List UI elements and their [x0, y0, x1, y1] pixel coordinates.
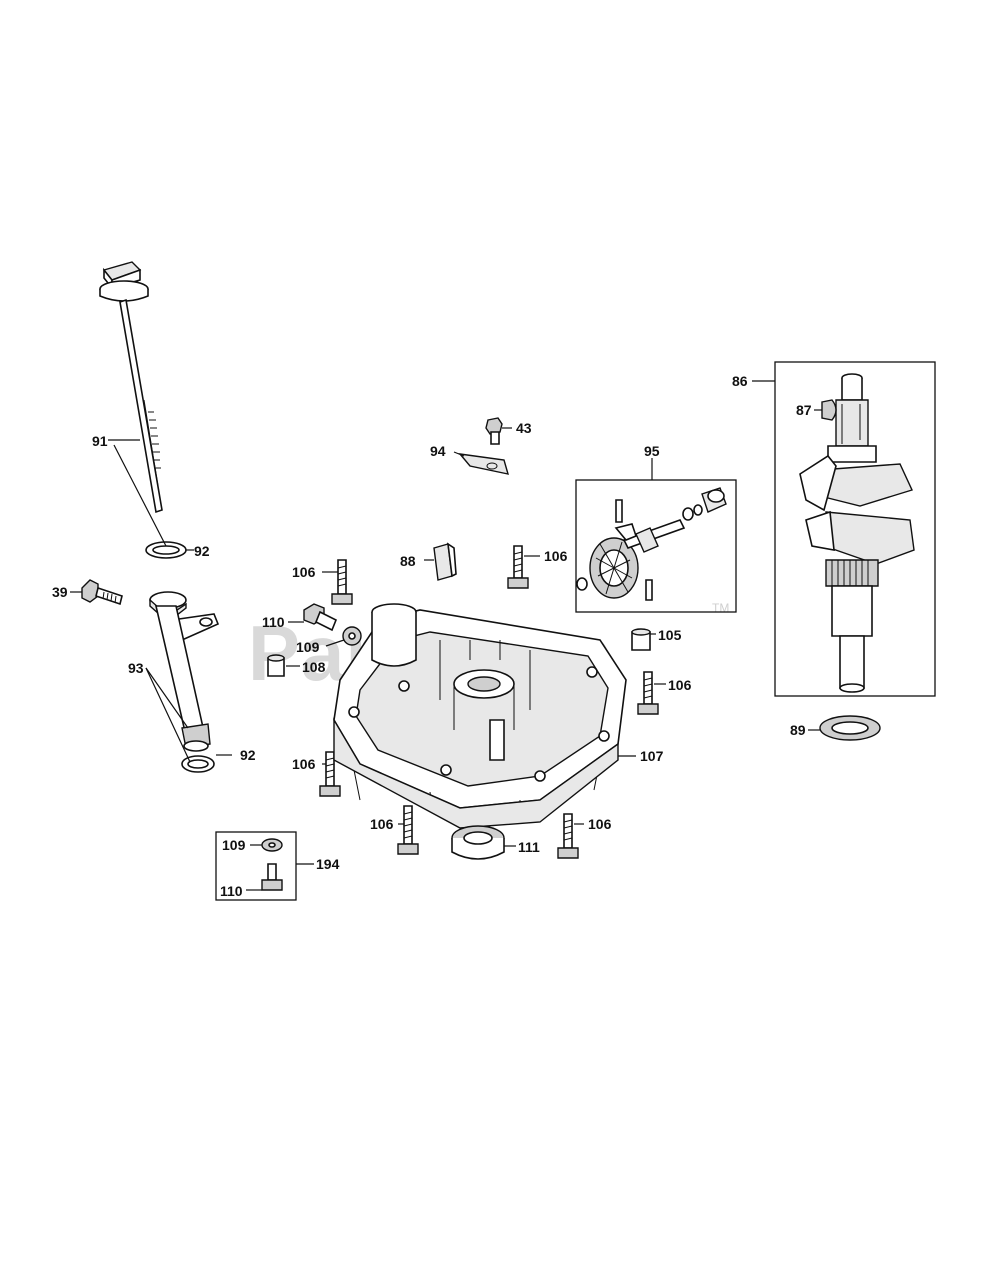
callout-194[interactable]: 194: [316, 856, 340, 872]
bolt-106-e[interactable]: [397, 805, 419, 855]
callout-95[interactable]: 95: [644, 443, 660, 459]
crankshaft-part[interactable]: [799, 373, 915, 693]
callout-109-b[interactable]: 109: [222, 837, 246, 853]
callout-93[interactable]: 93: [128, 660, 144, 676]
washer-109-part[interactable]: [342, 626, 362, 646]
kit-washer-109[interactable]: [261, 838, 283, 852]
screw-43-part[interactable]: [485, 417, 503, 445]
bolt-106-f[interactable]: [557, 813, 579, 859]
callout-108[interactable]: 108: [302, 659, 326, 675]
dipstick-part[interactable]: [99, 261, 163, 514]
callout-106-b[interactable]: 106: [544, 548, 568, 564]
callout-106-d[interactable]: 106: [292, 756, 316, 772]
callout-106-a[interactable]: 106: [292, 564, 316, 580]
callout-106-c[interactable]: 106: [668, 677, 692, 693]
callout-86[interactable]: 86: [732, 373, 748, 389]
dowel-105-part[interactable]: [631, 628, 651, 651]
bolt-39-part[interactable]: [81, 579, 123, 606]
callout-110-a[interactable]: 110: [262, 614, 285, 630]
callout-94[interactable]: 94: [430, 443, 446, 459]
dowel-108-part[interactable]: [267, 654, 285, 677]
leader-lines: [70, 380, 822, 891]
bracket-94-part[interactable]: [458, 453, 509, 475]
oil-seal-part[interactable]: [451, 825, 505, 860]
bolt-106-c[interactable]: [637, 671, 659, 715]
bolt-106-b[interactable]: [507, 545, 529, 589]
o-ring-92-lower[interactable]: [181, 755, 215, 773]
crankshaft-box: [774, 361, 936, 697]
callout-106-e[interactable]: 106: [370, 816, 394, 832]
key-88-part[interactable]: [433, 542, 457, 581]
callout-88[interactable]: 88: [400, 553, 416, 569]
bolt-106-a[interactable]: [331, 559, 353, 605]
callout-106-f[interactable]: 106: [588, 816, 612, 832]
crankcase-cover-part[interactable]: [333, 603, 627, 829]
watermark-tm: TM: [712, 601, 729, 615]
thrust-washer-89[interactable]: [819, 715, 881, 741]
callout-91[interactable]: 91: [92, 433, 108, 449]
bolt-106-d[interactable]: [319, 751, 341, 797]
hardware-kit-box: [215, 831, 297, 901]
callout-87[interactable]: 87: [796, 402, 812, 418]
callout-92-upper[interactable]: 92: [194, 543, 210, 559]
callout-89[interactable]: 89: [790, 722, 806, 738]
dipstick-tube-part[interactable]: [149, 591, 220, 752]
bolt-110-part[interactable]: [303, 603, 338, 632]
callout-labels: 91 92 39 93 92 43 94 95 88 106 106 110 1…: [52, 373, 812, 899]
callout-109-a[interactable]: 109: [296, 639, 320, 655]
callout-39[interactable]: 39: [52, 584, 68, 600]
callout-111[interactable]: 111: [518, 839, 540, 855]
kit-bolt-110[interactable]: [261, 863, 283, 891]
callout-43[interactable]: 43: [516, 420, 532, 436]
woodruff-key-87[interactable]: [821, 399, 837, 421]
callout-110-b[interactable]: 110: [220, 883, 243, 899]
callout-92-lower[interactable]: 92: [240, 747, 256, 763]
callout-107[interactable]: 107: [640, 748, 664, 764]
governor-gear-part[interactable]: [576, 487, 727, 601]
governor-assembly-box: [575, 479, 737, 613]
o-ring-92-upper[interactable]: [145, 541, 187, 559]
callout-105[interactable]: 105: [658, 627, 682, 643]
